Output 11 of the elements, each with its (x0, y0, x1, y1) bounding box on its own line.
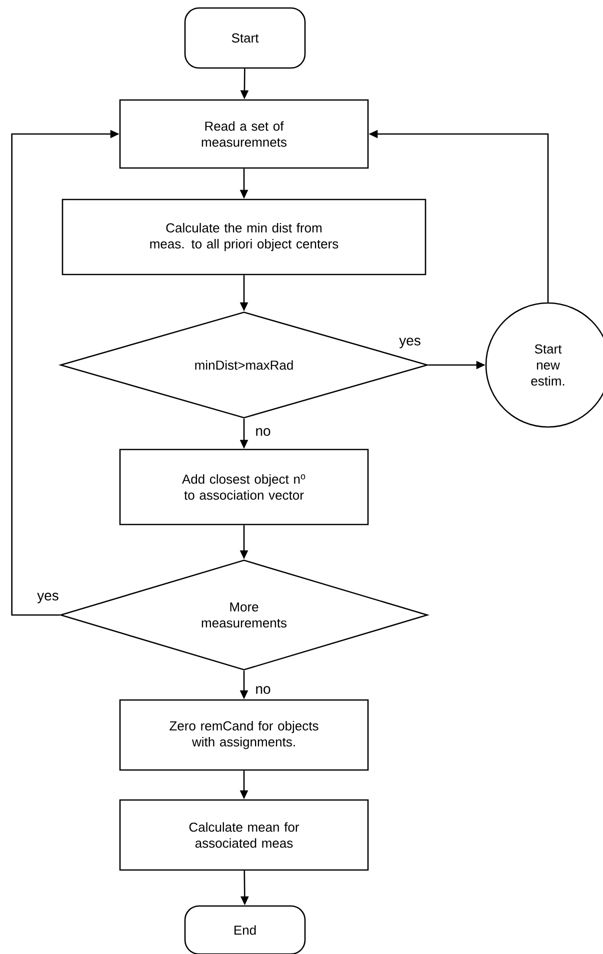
process-box: Add closest object n$^{o}$ to association vector (119, 448, 369, 526)
terminator-box: Start (184, 7, 306, 69)
edge-label: yes (36, 592, 60, 604)
process-box: Calculate mean for associated meas (119, 799, 369, 871)
edge-label: no (254, 685, 272, 695)
edge-label: no (254, 427, 272, 437)
process-box: Calculate the min dist from meas. to all priori object centers (62, 198, 426, 276)
edge-label: yes (398, 336, 422, 350)
terminator-box: End (184, 905, 306, 954)
process-box: Read a set of measuremnets (119, 99, 369, 169)
process-box: Zero remCand for objects with assignments. (119, 699, 369, 771)
